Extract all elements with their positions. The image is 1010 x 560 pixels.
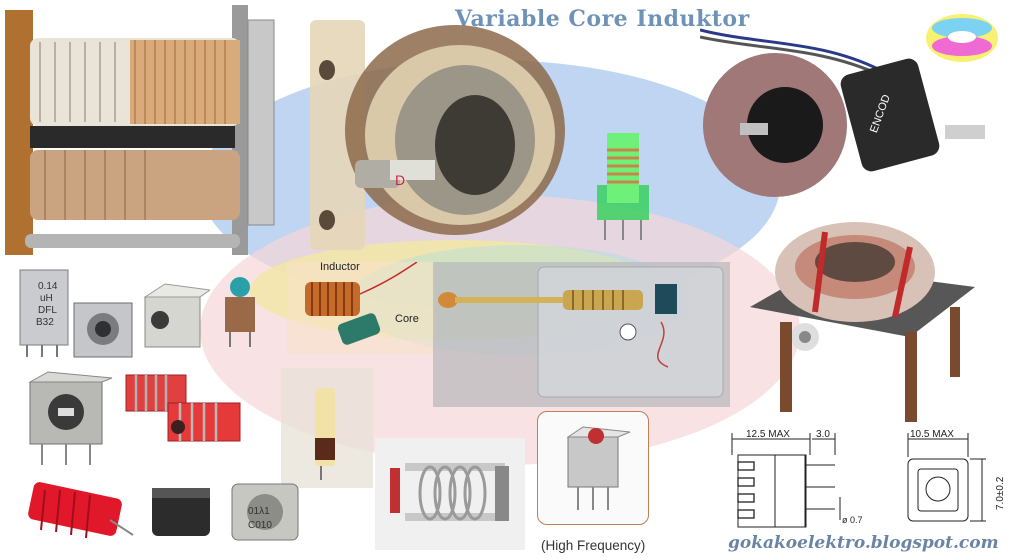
can-coil-photo: 0.14 uH DFL B32 [19, 269, 133, 358]
shielded-coil-text-2: C010 [248, 520, 272, 531]
dim-dia: ø 0.7 [842, 515, 863, 525]
high-frequency-coil-photo [566, 426, 631, 510]
svg-text:D: D [395, 172, 405, 188]
dim-width-left: 12.5 MAX [746, 429, 790, 440]
high-frequency-coil-frame [537, 411, 649, 525]
toroid-inductor-photo [750, 222, 975, 422]
green-coil-photo [597, 133, 649, 240]
inductor-label: Inductor [320, 262, 360, 273]
black-shielded-coil-photo [28, 371, 113, 465]
can-text-4: B32 [36, 317, 54, 328]
core-label: Core [395, 313, 419, 325]
dim-pin: 3.0 [816, 429, 830, 440]
smd-coils-photo: 01λ1 C010 [152, 483, 299, 541]
tube-coil-photo [281, 368, 373, 488]
slug-tuned-coil-photo [433, 262, 730, 407]
shielded-coil-text-1: 01λ1 [248, 506, 270, 517]
roller-inductor-photo [5, 5, 275, 255]
dimension-drawing: 12.5 MAX 3.0 ø 0.7 10.5 MAX 7.0±0.2 [731, 429, 1006, 528]
blog-url: gokakoelektro.blogspot.com [728, 533, 999, 553]
can-text-3: DFL [38, 305, 57, 316]
shielded-coil-photo [143, 283, 210, 348]
ceramic-variometer-photo: D [310, 20, 565, 250]
inductor-core-photo: Inductor Core [287, 262, 435, 354]
can-text-1: 0.14 [38, 281, 58, 292]
dim-height: 7.0±0.2 [995, 476, 1006, 510]
dim-width-right: 10.5 MAX [910, 429, 954, 440]
red-coil-bottom-photo [28, 482, 134, 539]
page-title: Variable Core Induktor [455, 6, 750, 32]
blog-logo [926, 14, 998, 62]
blue-top-coil-photo [225, 277, 255, 347]
rotary-encoder-photo: ENCOD [700, 28, 985, 197]
can-text-2: uH [40, 293, 53, 304]
red-coil-formers-photo [125, 374, 241, 442]
high-frequency-label: (High Frequency) [541, 538, 646, 553]
air-spring-coil-photo [375, 438, 525, 550]
